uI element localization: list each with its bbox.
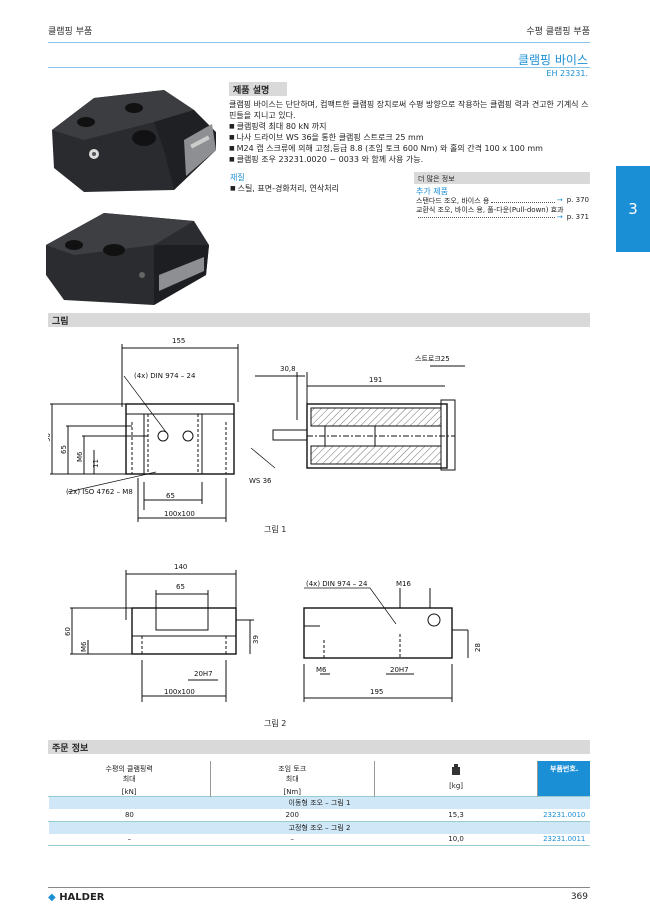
dim-m6-side: M6 <box>316 666 327 674</box>
cell-part-number[interactable]: 23231.0010 <box>537 809 590 822</box>
header-divider <box>48 42 590 43</box>
dim-iso-4762: (2x) ISO 4762 – M8 <box>66 488 133 496</box>
dim-90: 90 <box>48 433 52 442</box>
figure-2-side-view: (4x) DIN 974 – 24 M16 28 M6 20H7 195 <box>290 570 490 712</box>
order-heading: 주문 정보 <box>48 740 590 754</box>
cell-weight: 15,3 <box>373 809 538 822</box>
description-heading: 제품 설명 <box>229 82 287 96</box>
dim-65: 65 <box>176 583 185 591</box>
page-title: 클램핑 바이스 <box>517 53 588 67</box>
figure-1-section-view: 30,8 191 스트로크25 WS 36 <box>245 350 475 492</box>
leader-dots <box>491 196 555 203</box>
dim-39: 39 <box>252 635 260 644</box>
cell-part-number[interactable]: 23231.0011 <box>537 833 590 846</box>
more-info-link-page: p. 370 <box>566 196 589 204</box>
group-row: 이동형 조오 – 그림 1 <box>48 796 590 809</box>
dim-m16: M16 <box>396 580 411 588</box>
col-clamping-force: 수평의 클램핑력 최대 [kN] <box>48 761 211 797</box>
weight-icon <box>375 764 538 778</box>
dim-140: 140 <box>174 563 187 571</box>
cell-force: 80 <box>48 809 211 822</box>
arrow-right-icon: → <box>556 196 563 204</box>
title-divider <box>48 67 590 68</box>
col-header-unit: [Nm] <box>283 788 301 796</box>
col-weight: [kg] <box>373 761 538 797</box>
figure-1-caption: 그림 1 <box>264 525 287 534</box>
figures-heading: 그림 <box>48 313 590 327</box>
dim-din-974: (4x) DIN 974 – 24 <box>306 580 368 588</box>
logo-icon: ◆ <box>48 892 56 903</box>
material-text: 스틸, 표면-경화처리, 연삭처리 <box>230 183 339 194</box>
dim-11: 11 <box>92 459 100 468</box>
dim-65-horizontal: 65 <box>166 492 175 500</box>
col-torque: 조임 토크 최대 [Nm] <box>209 761 375 797</box>
dim-195: 195 <box>370 688 383 696</box>
page-number: 369 <box>570 892 588 902</box>
cell-torque: – <box>209 833 375 846</box>
order-table: 수평의 클램핑력 최대 [kN] 조임 토크 최대 [Nm] [kg] 부품번호… <box>48 761 590 846</box>
dim-20h7: 20H7 <box>194 670 213 678</box>
dim-100x100: 100x100 <box>164 510 195 518</box>
product-photo-fixed-jaw <box>44 205 214 310</box>
dim-30-8: 30,8 <box>280 365 296 373</box>
col-header-sub: 최대 <box>122 775 136 783</box>
col-header-sub: 최대 <box>285 775 299 783</box>
col-header-label: 수평의 클램핑력 <box>105 765 153 773</box>
dim-m6: M6 <box>76 451 84 462</box>
material-heading: 재질 <box>230 173 245 182</box>
group-row: 고정형 조오 – 그림 2 <box>48 820 590 834</box>
figure-1-front-view: 155 (4x) DIN 974 – 24 90 65 M6 11 (2x) I… <box>44 332 258 529</box>
feature-item: 클램핑 조우 23231.0020 ~ 0033 와 함께 사용 가능. <box>229 154 589 165</box>
feature-list: 클램핑력 최대 80 kN 까지 나사 드라이브 WS 36을 통한 클램핑 스… <box>229 121 589 165</box>
more-info-link-page: p. 371 <box>566 213 589 221</box>
figure-2-caption: 그림 2 <box>264 719 287 728</box>
feature-item: 나사 드라이브 WS 36을 통한 클램핑 스트로크 25 mm <box>229 132 589 143</box>
more-info-link-text: 교환식 조오, 바이스 용, 풀-다운(Pull-down) 효과 <box>416 206 564 214</box>
more-info-link[interactable]: → p. 371 <box>416 213 589 221</box>
more-info-subheading: 추가 제품 <box>416 187 448 196</box>
dim-ws-36: WS 36 <box>249 477 272 485</box>
more-info-link[interactable]: 스탠다드 조오, 바이스 용 → p. 370 <box>416 196 589 206</box>
dim-m6: M6 <box>80 641 88 652</box>
product-code: EH 23231. <box>546 69 588 78</box>
more-info-link-text: 스탠다드 조오, 바이스 용 <box>416 197 490 205</box>
table-row: – – 10,0 23231.0011 <box>48 833 590 846</box>
dim-28: 28 <box>474 643 482 652</box>
dim-din-974: (4x) DIN 974 – 24 <box>134 372 196 380</box>
dim-60: 60 <box>64 627 72 636</box>
dim-191: 191 <box>369 376 382 384</box>
arrow-right-icon: → <box>556 213 563 221</box>
logo-text: HALDER <box>59 892 105 903</box>
dim-stroke-25: 스트로크25 <box>415 355 450 363</box>
more-info-link-label[interactable]: 교환식 조오, 바이스 용, 풀-다운(Pull-down) 효과 <box>416 205 589 215</box>
cell-torque: 200 <box>209 809 375 822</box>
feature-item: M24 캡 스크류에 의해 고정,등급 8.8 (조임 토크 600 Nm) 와… <box>229 143 589 154</box>
header-subcategory: 수평 클램핑 부품 <box>526 27 590 37</box>
table-row: 80 200 15,3 23231.0010 <box>48 809 590 822</box>
col-header-unit: [kN] <box>121 788 137 796</box>
leader-dots <box>418 213 555 218</box>
brand-logo: ◆ HALDER <box>48 892 105 903</box>
header-category: 클램핑 부품 <box>48 27 93 37</box>
dim-100x100: 100x100 <box>164 688 195 696</box>
col-header-label: 조임 토크 <box>278 765 307 773</box>
cell-force: – <box>48 833 211 846</box>
cell-weight: 10,0 <box>373 833 538 846</box>
group-label: 고정형 조오 – 그림 2 <box>48 820 590 834</box>
figure-2-front-view: 140 65 60 M6 39 20H7 100x100 <box>58 560 268 712</box>
chapter-tab[interactable]: 3 <box>616 166 650 252</box>
feature-item: 클램핑력 최대 80 kN 까지 <box>229 121 589 132</box>
col-part-number: 부품번호. <box>537 761 590 797</box>
product-photo-moving-jaw <box>44 80 224 195</box>
description-block: 클램핑 바이스는 단단하며, 컴팩트한 클램핑 장치로써 수평 방향으로 작용하… <box>229 99 589 165</box>
footer-divider <box>48 887 590 888</box>
group-label: 이동형 조오 – 그림 1 <box>48 796 590 809</box>
dim-155: 155 <box>172 337 185 345</box>
dim-65-vertical: 65 <box>60 445 68 454</box>
col-header-unit: [kg] <box>449 782 464 790</box>
order-table-header-row: 수평의 클램핑력 최대 [kN] 조임 토크 최대 [Nm] [kg] 부품번호… <box>48 761 590 797</box>
description-intro: 클램핑 바이스는 단단하며, 컴팩트한 클램핑 장치로써 수평 방향으로 작용하… <box>229 100 589 120</box>
more-info-heading: 더 많은 정보 <box>414 172 590 184</box>
dim-20h7-side: 20H7 <box>390 666 409 674</box>
